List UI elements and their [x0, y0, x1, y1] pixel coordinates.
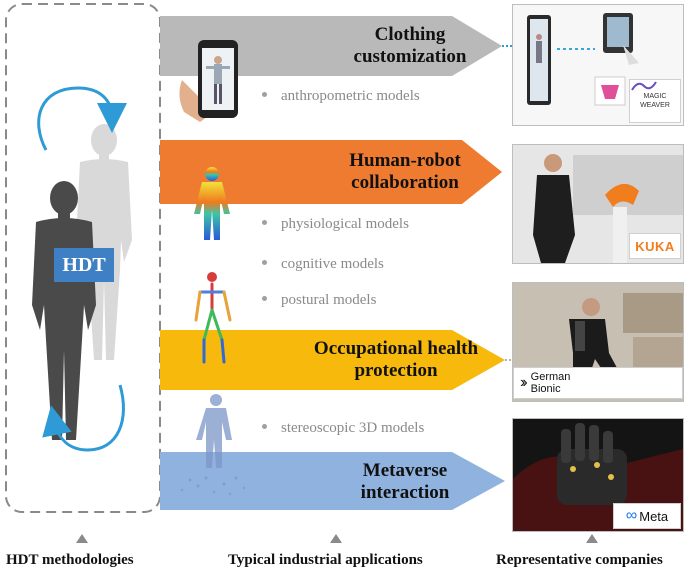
bullet-icon — [262, 424, 267, 430]
hdt-badge-label: HDT — [62, 254, 106, 276]
hdt-badge: HDT — [54, 248, 114, 282]
model-item: postural models — [262, 292, 376, 309]
bullet-icon — [262, 296, 267, 302]
banner-clothing — [160, 16, 502, 76]
bottom-label-companies: Representative companies — [496, 552, 663, 568]
company-image-kuka: KUKA — [512, 144, 684, 264]
german-bionic-chevron-icon: ›› — [520, 374, 527, 391]
model-item: physiological models — [262, 216, 409, 233]
banner-human-robot — [160, 140, 502, 204]
bullet-icon — [262, 260, 267, 266]
bullet-icon — [262, 92, 267, 98]
magic-weaver-logo: MAGIC WEAVER — [629, 79, 681, 123]
model-item: cognitive models — [262, 256, 384, 273]
german-bionic-logo: ›› German Bionic — [513, 367, 683, 399]
banner-occupational — [160, 330, 505, 390]
caret-icon — [586, 534, 598, 543]
model-item: stereoscopic 3D models — [262, 420, 424, 437]
bottom-label-methodologies: HDT methodologies — [6, 552, 134, 568]
cycle-arrow-bottom — [42, 384, 125, 452]
banner-human-robot-label: Human-robot collaboration — [349, 150, 461, 193]
meta-logo: ∞ Meta — [613, 503, 681, 529]
banner-metaverse — [160, 452, 505, 510]
bottom-label-applications: Typical industrial applications — [228, 552, 423, 568]
bullet-icon — [262, 220, 267, 226]
heatmap-body-icon — [194, 167, 230, 240]
stereoscopic-body-icon — [180, 394, 246, 496]
caret-icon — [76, 534, 88, 543]
meta-infinity-icon: ∞ — [625, 507, 638, 524]
company-image-magic-weaver: MAGIC WEAVER — [512, 4, 684, 126]
banner-clothing-label: Clothing customization — [353, 24, 467, 67]
kuka-logo: KUKA — [629, 233, 681, 259]
company-image-meta: ∞ Meta — [512, 418, 684, 532]
skeleton-body-icon — [194, 272, 232, 364]
smartphone-icon — [179, 40, 238, 122]
model-item: anthropometric models — [262, 88, 420, 105]
company-image-german-bionic: ›› German Bionic — [512, 282, 684, 402]
caret-icon — [330, 534, 342, 543]
banner-occupational-label: Occupational health protection — [313, 338, 479, 381]
cycle-arrow-top — [37, 86, 127, 151]
methodology-dashed-box — [5, 3, 161, 513]
banner-metaverse-label: Metaverse interaction — [360, 460, 450, 503]
